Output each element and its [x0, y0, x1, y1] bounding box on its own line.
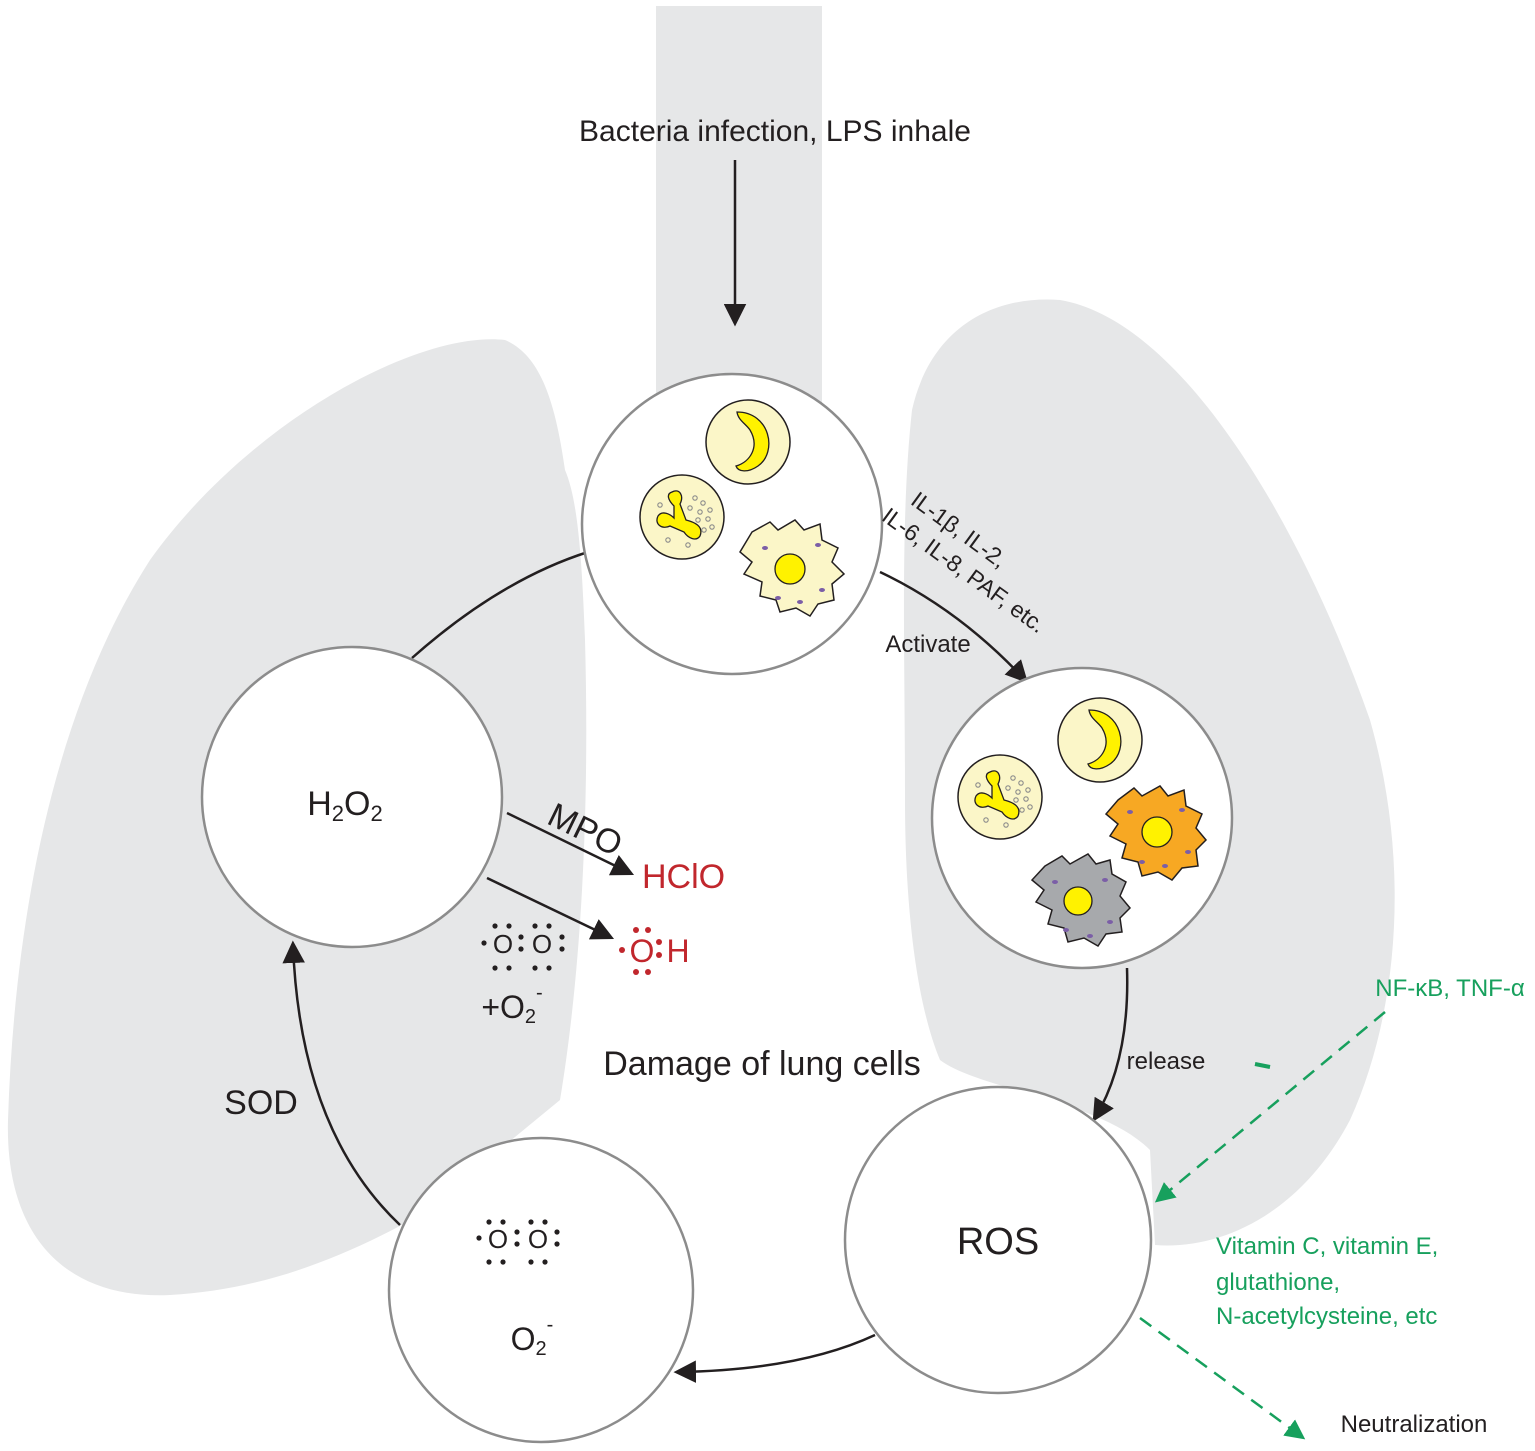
- superoxide-label: O2-: [511, 1314, 554, 1360]
- svg-text:O: O: [630, 933, 655, 969]
- release-arrow: [1092, 967, 1129, 1122]
- green-pathway: [1139, 1011, 1386, 1440]
- sod-label: SOD: [224, 1084, 298, 1122]
- sod-arrow: [282, 940, 401, 1226]
- neutrophil-icon: [957, 754, 1043, 840]
- trachea: [656, 6, 822, 426]
- svg-text:O: O: [532, 929, 552, 959]
- monocyte-icon: [705, 399, 791, 485]
- svg-text:H: H: [666, 933, 689, 969]
- svg-text:O: O: [528, 1224, 548, 1254]
- antioxidants-label: Vitamin C, vitamin E, glutathione, N-ace…: [1216, 1233, 1438, 1330]
- svg-text:glutathione,: glutathione,: [1216, 1269, 1340, 1296]
- center-caption: Damage of lung cells: [603, 1045, 921, 1083]
- upregulator-arrow: [1154, 1011, 1386, 1203]
- mpo-arrow: [506, 811, 635, 876]
- ros-node: [843, 1085, 1153, 1395]
- hclo-label: HClO: [642, 858, 725, 896]
- immune-cells-circle: [580, 372, 884, 676]
- inactive-macrophage-icon: [1030, 853, 1132, 947]
- activate-arrow: [879, 570, 1029, 684]
- macrophage-icon: [739, 519, 846, 617]
- activated-cells-node: [930, 666, 1234, 970]
- h2o2-node: [200, 645, 504, 949]
- activated-cells-circle: [930, 666, 1234, 970]
- activated-macrophage-icon: [1104, 785, 1208, 881]
- cycle-arrows: [282, 160, 1129, 1383]
- neutralization-arrow: [1139, 1316, 1306, 1440]
- svg-text:O: O: [493, 929, 513, 959]
- ros-to-superoxide-arrow: [673, 1333, 876, 1383]
- upregulators-label: NF-κB, TNF-α: [1375, 975, 1525, 1002]
- activate-label: Activate: [885, 631, 970, 658]
- trigger-label: Bacteria infection, LPS inhale: [579, 115, 971, 148]
- added-superoxide-lewis-icon: O O: [481, 923, 565, 971]
- release-label: release: [1127, 1048, 1206, 1075]
- superoxide-lewis-icon: O O: [476, 1219, 560, 1265]
- neutrophil-icon: [639, 474, 725, 560]
- hydroxyl-radical: O H: [619, 927, 690, 975]
- h2o2-label: H2O2: [307, 785, 383, 826]
- monocyte-icon: [1057, 697, 1143, 783]
- h2o2-to-cells-line: [411, 550, 589, 659]
- inhibit-mark: [1254, 1062, 1271, 1069]
- svg-text:O: O: [488, 1224, 508, 1254]
- ros-label: ROS: [957, 1221, 1039, 1263]
- hydroxyl-arrow: [486, 876, 615, 940]
- neutralization-label: Neutralization: [1341, 1411, 1488, 1438]
- superoxide-node: [387, 1136, 695, 1444]
- svg-text:N-acetylcysteine, etc: N-acetylcysteine, etc: [1216, 1303, 1437, 1330]
- added-superoxide-label: +O2-: [481, 982, 542, 1028]
- svg-text:Vitamin C, vitamin E,: Vitamin C, vitamin E,: [1216, 1233, 1438, 1260]
